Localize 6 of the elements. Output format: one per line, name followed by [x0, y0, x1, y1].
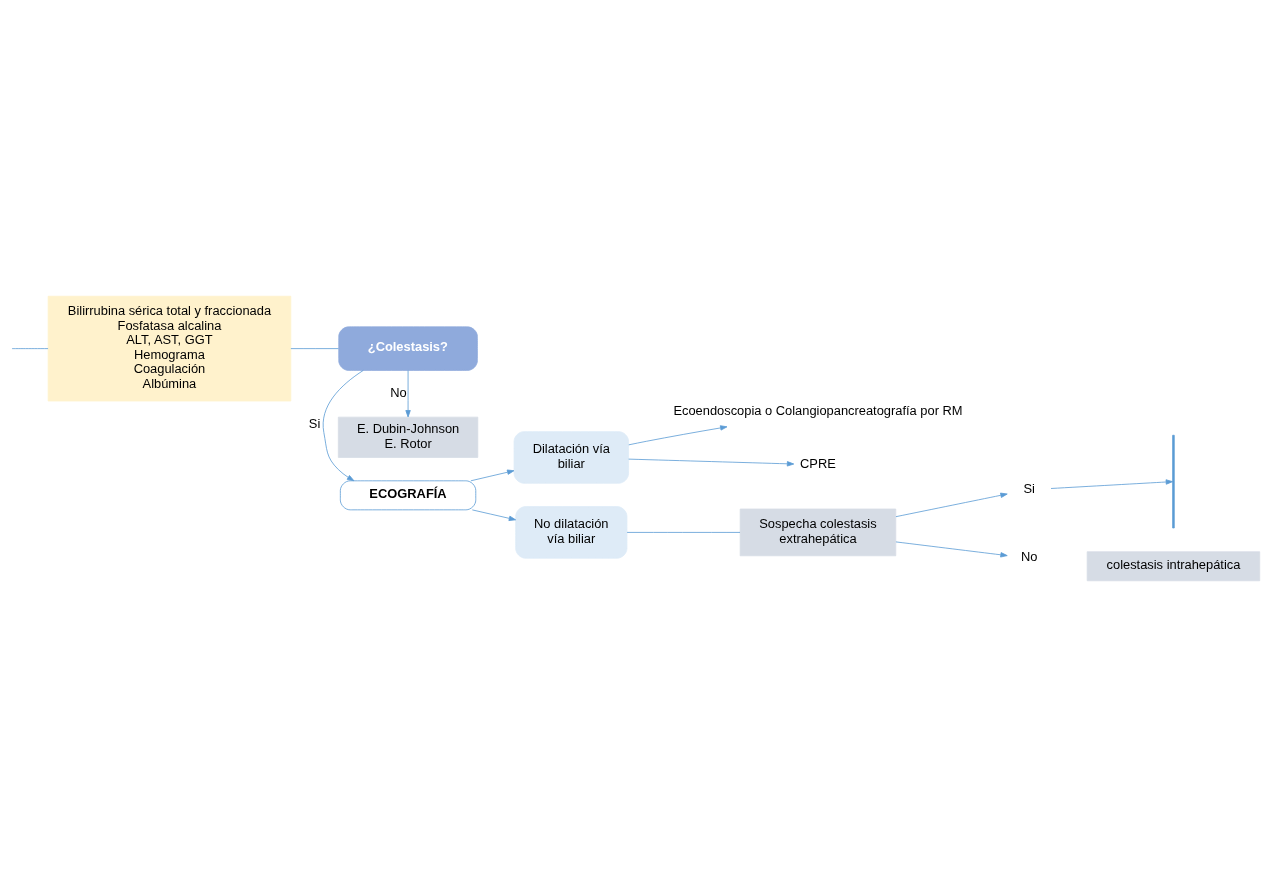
- node-text: Si: [1023, 480, 1035, 496]
- node-text: Ecoendoscopia o Colangiopancreatografía por RM: [673, 402, 963, 418]
- edge-label: No: [390, 384, 407, 400]
- node-text: CPRE: [800, 455, 836, 471]
- edge-label: Si: [308, 415, 321, 431]
- node-text: No: [1020, 548, 1038, 564]
